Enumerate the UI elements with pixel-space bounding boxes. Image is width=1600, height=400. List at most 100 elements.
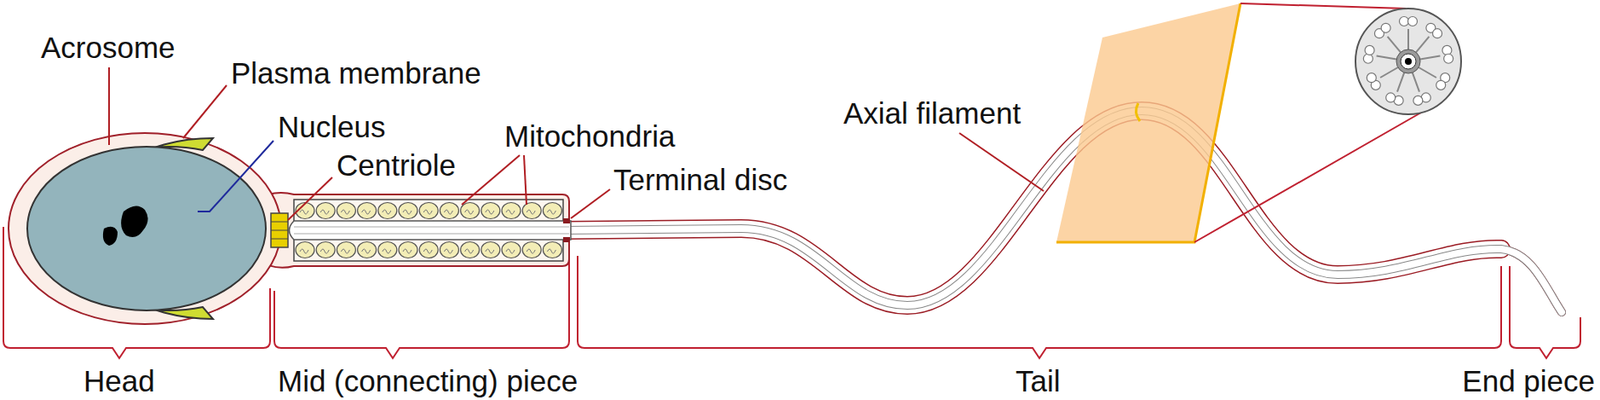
crista xyxy=(402,209,412,214)
crista xyxy=(382,209,392,214)
radial-spoke xyxy=(1380,67,1399,78)
crista xyxy=(382,248,392,254)
part-label: Terminal disc xyxy=(613,164,788,195)
leader-line xyxy=(183,85,227,139)
mitochondrion xyxy=(439,241,459,259)
crista xyxy=(299,209,309,214)
mitochondrion xyxy=(336,241,356,259)
part-label: End piece xyxy=(1461,365,1595,396)
part-label: Tail xyxy=(1015,365,1061,396)
crista xyxy=(526,209,536,214)
radial-spoke xyxy=(1407,28,1410,50)
radial-spoke xyxy=(1376,55,1398,59)
axoneme-cross-section xyxy=(1355,8,1462,115)
section-cut xyxy=(1135,103,1140,121)
mitochondrion xyxy=(357,241,377,259)
part-label: Head xyxy=(83,365,156,396)
central-ring xyxy=(1400,53,1416,70)
part-label: Mid (connecting) piece xyxy=(277,365,578,396)
axial-line xyxy=(293,233,570,235)
doublet-tubule xyxy=(1364,45,1375,55)
part-label: Nucleus xyxy=(277,111,386,142)
mitochondrion xyxy=(481,202,501,219)
mitochondrion xyxy=(501,241,521,259)
projection-line xyxy=(1194,112,1422,242)
mitochondrion xyxy=(419,202,438,219)
leader-line xyxy=(570,189,611,219)
doublet-tubule xyxy=(1363,53,1373,64)
crista xyxy=(526,248,536,254)
crista xyxy=(506,209,515,214)
doublet-tubule xyxy=(1408,17,1418,27)
leader-line xyxy=(461,155,520,205)
crista xyxy=(506,248,515,254)
crista xyxy=(299,248,309,254)
mitochondrion xyxy=(336,202,356,219)
crista xyxy=(423,248,432,254)
crista xyxy=(443,248,453,254)
mitochondrion xyxy=(460,241,480,259)
mitochondrion xyxy=(522,241,542,259)
crista xyxy=(485,209,495,214)
part-label: Axial filament xyxy=(843,97,1021,128)
crista xyxy=(443,209,453,214)
radial-spoke xyxy=(1412,72,1420,93)
midpiece-bracket xyxy=(274,255,570,358)
mitochondrion xyxy=(419,241,438,259)
terminal-disc xyxy=(563,236,570,242)
leader-lines xyxy=(109,67,1044,220)
crista xyxy=(485,248,495,254)
crista xyxy=(402,248,412,254)
doublet-tubule xyxy=(1436,80,1446,90)
leader-line xyxy=(197,140,274,212)
doublet-tubule xyxy=(1444,53,1454,64)
part-label: Acrosome xyxy=(40,32,176,63)
doublet-tubule xyxy=(1366,73,1376,83)
mitochondrion xyxy=(439,202,459,219)
nucleolus xyxy=(103,226,118,246)
mitochondrion xyxy=(378,241,398,259)
mitochondrion xyxy=(295,241,315,259)
part-label: Plasma membrane xyxy=(230,57,482,88)
radial-spoke xyxy=(1420,55,1441,59)
mitochondrion xyxy=(398,202,418,219)
crista xyxy=(423,209,432,214)
radial-spoke xyxy=(1418,67,1437,78)
part-label: Centriole xyxy=(336,149,456,180)
leader-line xyxy=(287,177,333,220)
mitochondrion xyxy=(522,202,542,219)
axial-line xyxy=(293,226,570,228)
crista xyxy=(465,248,474,254)
axial-tube xyxy=(289,220,572,240)
mitochondrion xyxy=(501,202,521,219)
mitochondrion xyxy=(316,202,335,219)
doublet-tubule xyxy=(1413,95,1423,105)
doublet-tubule xyxy=(1381,23,1391,33)
crista xyxy=(340,209,350,214)
projection-line xyxy=(1240,3,1406,9)
crista xyxy=(465,209,474,214)
mitochondrion xyxy=(542,241,562,259)
crista xyxy=(546,248,556,254)
leader-line xyxy=(959,132,1044,191)
mitochondrion xyxy=(316,241,335,259)
crista xyxy=(340,248,350,254)
axial-lines xyxy=(562,110,1562,312)
crista xyxy=(362,248,371,254)
radial-spoke xyxy=(1387,36,1401,52)
radial-spoke xyxy=(1397,72,1405,93)
central-sheath xyxy=(1396,49,1421,74)
crista xyxy=(320,209,329,214)
centriole xyxy=(270,212,288,248)
section-plane xyxy=(1056,3,1241,242)
head-membrane xyxy=(8,132,282,324)
plane-edge xyxy=(1056,3,1241,242)
section-disc xyxy=(1355,8,1462,115)
leader-line xyxy=(108,67,110,145)
crista xyxy=(320,248,329,254)
nucleus xyxy=(27,146,266,311)
mitochondrion xyxy=(398,241,418,259)
mitochondrion xyxy=(378,202,398,219)
mitochondrion xyxy=(542,202,562,219)
